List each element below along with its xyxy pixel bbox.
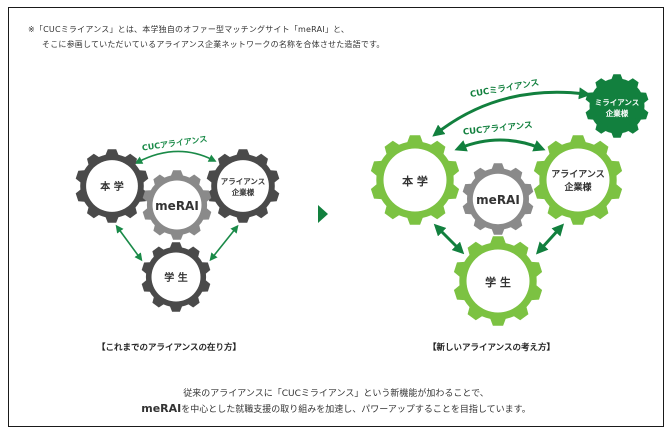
gear-center — [383, 148, 447, 212]
footer-line-2: meRAIを中心とした就職支援の取り組みを加速し、パワーアップすることを目指して… — [0, 402, 672, 415]
right-cuc-alliance-arrow — [454, 138, 546, 152]
left-gear-alliance — [206, 149, 280, 223]
caption-new-alliance: 【新しいアライアンスの考え方】 — [428, 343, 555, 353]
left-gear-student — [141, 242, 211, 312]
gear-center — [86, 160, 138, 212]
right-label-merai: meRAI — [476, 193, 520, 207]
right-label-student: 学 生 — [485, 275, 511, 289]
left-label-alliance-1: アライアンス — [221, 177, 266, 186]
gear-center — [152, 180, 202, 230]
right-gear-mirai — [585, 74, 649, 138]
right-gear-student — [453, 236, 543, 326]
gear-center — [594, 83, 640, 129]
transition-arrow-icon — [318, 205, 328, 223]
note-line-1: ※「CUCミライアンス」とは、本学独自のオファー型マッチングサイト「meRAI」… — [28, 25, 350, 34]
right-label-mirai-1: ミライアンス — [595, 98, 640, 107]
gear-center — [217, 160, 269, 212]
footer-line-1: 従来のアライアンスに「CUCミライアンス」という新機能が加わることで、 — [183, 389, 489, 399]
right-gear-alliance — [533, 135, 623, 225]
right-label-cuc-alliance: CUCアライアンス — [463, 120, 534, 137]
gear-center — [546, 148, 610, 212]
left-cuc-alliance-arrow — [134, 150, 217, 164]
left-arrow-alliance-student — [209, 224, 239, 262]
right-gear-university — [370, 135, 460, 225]
gear-center — [466, 249, 530, 313]
merai-logo: meRAI — [141, 402, 182, 415]
left-label-alliance-2: 企業様 — [231, 187, 255, 197]
right-cuc-mirai-arrow — [432, 87, 591, 137]
left-label-merai: meRAI — [155, 199, 199, 213]
note-line-2: そこに参画していただいているアライアンス企業ネットワークの名称を合体させた造語で… — [42, 40, 385, 49]
left-label-student: 学 生 — [164, 271, 187, 284]
right-label-university: 本 学 — [402, 174, 428, 188]
right-label-mirai-2: 企業様 — [605, 108, 629, 118]
left-arrow-university-student — [115, 224, 143, 262]
left-gear-university — [75, 149, 149, 223]
footer-line-2-text: を中心とした就職支援の取り組みを加速し、パワーアップすることを目指しています。 — [181, 405, 531, 415]
right-arrow-university-student — [433, 223, 465, 255]
left-label-university: 本 学 — [100, 180, 123, 193]
right-diagram: 本 学アライアンス企業様meRAI学 生ミライアンス企業様CUCミライアンスCU… — [370, 74, 649, 326]
gear-center — [472, 173, 524, 225]
right-gear-merai — [462, 163, 534, 235]
left-gear-merai — [142, 170, 212, 240]
right-label-alliance-2: 企業様 — [563, 181, 592, 193]
right-arrow-alliance-student — [535, 223, 565, 255]
content-frame — [8, 7, 664, 427]
left-label-cuc-alliance: CUCアライアンス — [141, 134, 207, 152]
gear-center — [151, 252, 201, 302]
right-label-cuc-mirai: CUCミライアンス — [469, 78, 540, 100]
right-label-alliance-1: アライアンス — [551, 169, 604, 180]
caption-past-alliance: 【これまでのアライアンスの在り方】 — [97, 343, 241, 353]
